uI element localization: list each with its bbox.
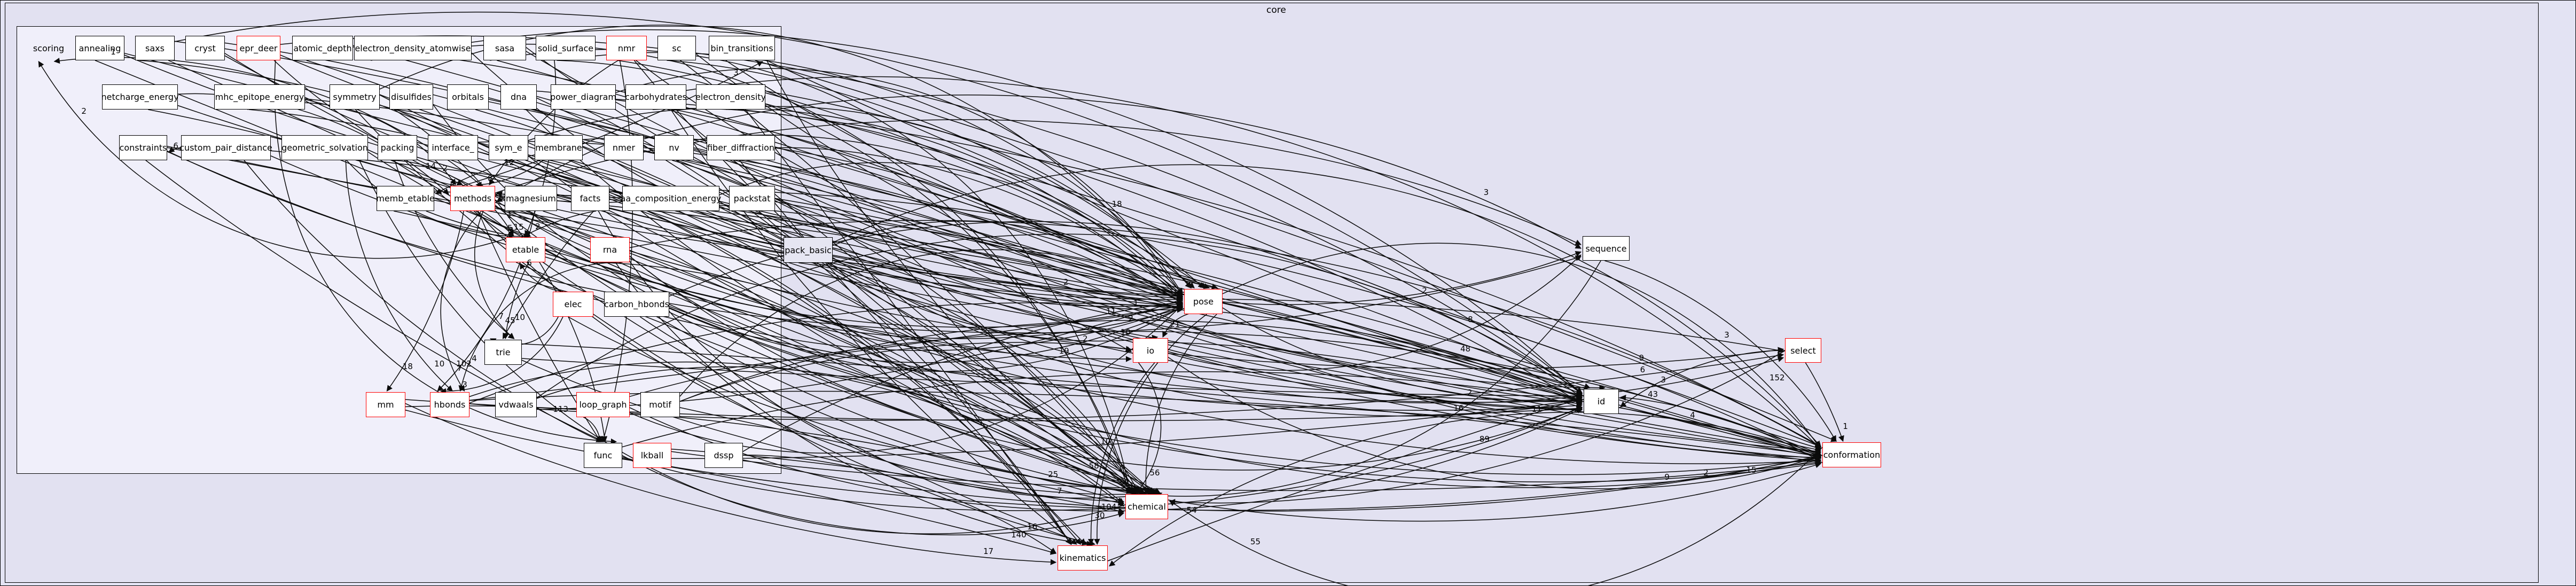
node-carbohydrates[interactable]: carbohydrates bbox=[625, 84, 687, 110]
node-pose[interactable]: pose bbox=[1184, 289, 1223, 314]
node-elec[interactable]: elec bbox=[553, 292, 593, 317]
node-aa_composition_energy[interactable]: aa_composition_energy bbox=[621, 186, 721, 211]
node-kinematics[interactable]: kinematics bbox=[1058, 545, 1108, 571]
node-pack_basic[interactable]: pack_basic bbox=[784, 237, 833, 263]
cluster-core-label: core bbox=[1266, 5, 1286, 15]
node-chemical[interactable]: chemical bbox=[1125, 494, 1168, 519]
node-trie[interactable]: trie bbox=[484, 340, 522, 365]
node-id[interactable]: id bbox=[1584, 389, 1619, 414]
node-sequence[interactable]: sequence bbox=[1583, 236, 1630, 261]
node-constraints[interactable]: constraints bbox=[119, 135, 167, 160]
node-orbitals[interactable]: orbitals bbox=[447, 84, 489, 110]
node-select[interactable]: select bbox=[1785, 338, 1821, 363]
node-symmetry[interactable]: symmetry bbox=[330, 84, 380, 110]
node-nv[interactable]: nv bbox=[654, 135, 694, 160]
node-packstat[interactable]: packstat bbox=[729, 186, 775, 211]
node-electron_density[interactable]: electron_density bbox=[695, 84, 766, 110]
node-dssp[interactable]: dssp bbox=[704, 443, 743, 468]
node-nmer[interactable]: nmer bbox=[604, 135, 644, 160]
node-carbon_hbonds[interactable]: carbon_hbonds bbox=[604, 292, 669, 317]
node-atomic_depth[interactable]: atomic_depth bbox=[292, 36, 353, 60]
node-methods[interactable]: methods bbox=[450, 186, 495, 211]
node-hbonds[interactable]: hbonds bbox=[430, 392, 469, 417]
node-func[interactable]: func bbox=[584, 443, 622, 468]
node-scoring: scoring bbox=[33, 43, 65, 53]
node-membrane[interactable]: membrane bbox=[535, 135, 583, 160]
node-etable[interactable]: etable bbox=[506, 237, 545, 262]
node-sc[interactable]: sc bbox=[657, 36, 696, 60]
node-interface_[interactable]: interface_ bbox=[428, 135, 478, 160]
node-epr_deer[interactable]: epr_deer bbox=[237, 36, 280, 60]
node-power_diagram[interactable]: power_diagram bbox=[550, 84, 616, 110]
node-geometric_solvation[interactable]: geometric_solvation bbox=[281, 135, 368, 160]
node-disulfides[interactable]: disulfides bbox=[389, 84, 433, 110]
node-mm[interactable]: mm bbox=[366, 392, 405, 417]
node-sasa[interactable]: sasa bbox=[483, 36, 526, 60]
node-dna[interactable]: dna bbox=[500, 84, 537, 110]
node-electron_density_atomwise[interactable]: electron_density_atomwise bbox=[354, 36, 472, 60]
node-loop_graph[interactable]: loop_graph bbox=[576, 392, 630, 417]
node-fiber_diffraction[interactable]: fiber_diffraction bbox=[707, 135, 775, 160]
node-facts[interactable]: facts bbox=[571, 186, 609, 211]
node-motif[interactable]: motif bbox=[640, 392, 680, 417]
node-magnesium[interactable]: magnesium bbox=[505, 186, 557, 211]
node-lkball[interactable]: lkball bbox=[633, 443, 671, 468]
node-saxs[interactable]: saxs bbox=[135, 36, 175, 60]
node-io[interactable]: io bbox=[1133, 338, 1168, 363]
node-bin_transitions[interactable]: bin_transitions bbox=[709, 36, 775, 60]
node-mhc_epitope_energy[interactable]: mhc_epitope_energy bbox=[214, 84, 305, 110]
node-nmr[interactable]: nmr bbox=[606, 36, 647, 60]
node-annealing[interactable]: annealing bbox=[75, 36, 124, 60]
node-packing[interactable]: packing bbox=[378, 135, 417, 160]
node-vdwaals[interactable]: vdwaals bbox=[495, 392, 537, 417]
node-netcharge_energy[interactable]: netcharge_energy bbox=[101, 84, 179, 110]
node-cryst[interactable]: cryst bbox=[185, 36, 225, 60]
node-memb_etable[interactable]: memb_etable bbox=[376, 186, 435, 211]
node-sym_e[interactable]: sym_e bbox=[489, 135, 528, 160]
node-rna[interactable]: rna bbox=[590, 237, 630, 262]
node-conformation[interactable]: conformation bbox=[1822, 442, 1881, 467]
node-solid_surface[interactable]: solid_surface bbox=[536, 36, 596, 60]
node-custom_pair_distance[interactable]: custom_pair_distance bbox=[179, 135, 272, 160]
